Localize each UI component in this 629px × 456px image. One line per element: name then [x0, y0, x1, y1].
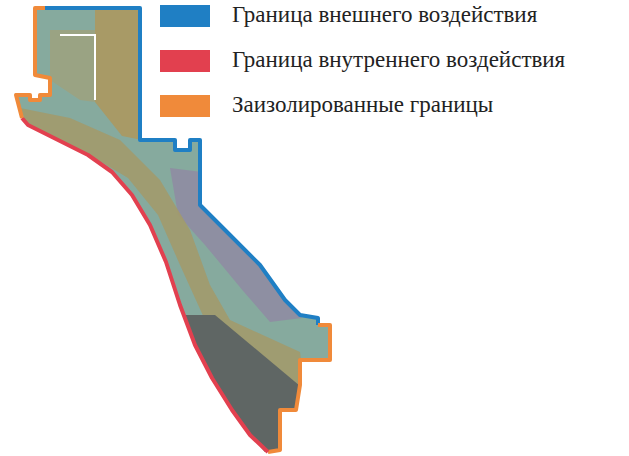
legend-swatch: [160, 95, 210, 117]
legend-text: Заизолированные границы: [232, 91, 493, 119]
inner-boundary: [22, 118, 268, 452]
legend-swatch: [160, 50, 210, 72]
insulated-boundary: [16, 8, 50, 118]
legend-swatch: [160, 5, 210, 27]
white-line: [60, 35, 95, 100]
legend-text: Граница внутреннего воздействия: [232, 46, 565, 74]
olive-zone: [95, 8, 142, 140]
legend-text: Граница внешнего воздействия: [232, 1, 537, 29]
boundaries: [16, 8, 330, 452]
insulated-boundary: [268, 325, 330, 452]
light-olive-zone: [50, 30, 95, 102]
